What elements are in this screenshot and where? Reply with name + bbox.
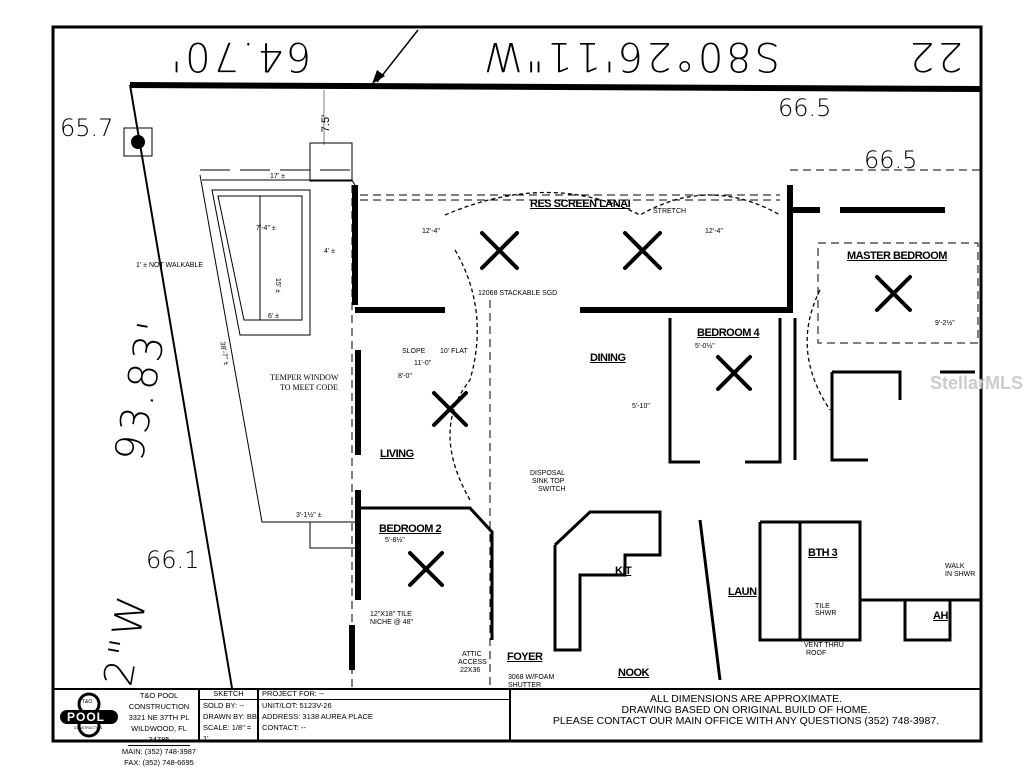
ceiling-fans — [408, 231, 912, 587]
lot-line-top — [129, 82, 981, 92]
setback-dim: 7.5' — [320, 114, 333, 133]
room-label-dining: DINING — [590, 352, 626, 364]
sketch-info: SKETCH SOLD BY: -- DRAWN BY: BB SCALE: 1… — [200, 688, 259, 743]
room-label-nook: NOOK — [618, 667, 650, 679]
tile-shower-note: TILE — [815, 603, 830, 610]
disposal-note: SINK TOP — [532, 478, 565, 485]
survey-marker — [131, 135, 145, 149]
walk-in-shower-note: WALK — [945, 563, 965, 570]
elevation-marker: 66.1 — [146, 546, 200, 574]
room-label-kit: KIT — [615, 565, 632, 577]
room-label-living: LIVING — [380, 448, 414, 460]
slope-note: SLOPE — [402, 348, 426, 355]
flat-note: 10' FLAT — [440, 348, 468, 355]
north-arrow — [376, 29, 419, 83]
disclaimer-notes: ALL DIMENSIONS ARE APPROXIMATE. DRAWING … — [552, 693, 940, 727]
dim-label: 5'-8½" — [385, 537, 405, 544]
attic-note: 22X36 — [460, 667, 481, 674]
walk-in-shower-note: IN SHWR — [945, 571, 976, 578]
room-label-bath-3: BTH 3 — [808, 547, 838, 559]
pool-dim: 6' ± — [268, 313, 280, 320]
tile-niche-note: 12"X18" TILE — [370, 611, 412, 618]
elevation-marker: 66.5 — [864, 146, 918, 174]
dim-label: 11'-0" — [414, 360, 432, 367]
dim-label: 5'-0½" — [695, 343, 715, 350]
bearing-top-right: 22 — [906, 33, 963, 79]
room-label-master-bedroom: MASTER BEDROOM — [847, 250, 947, 262]
elevation-marker: 66.5 — [778, 94, 832, 122]
room-label-ah: AH — [933, 610, 948, 622]
pool-dim: 4' ± — [324, 248, 336, 255]
room-label-bedroom-2: BEDROOM 2 — [379, 523, 442, 535]
room-label-lanai: RES SCREEN LANAI — [530, 198, 631, 210]
lot-line-left — [129, 84, 233, 689]
tile-shower-note: SHWR — [815, 610, 837, 617]
disposal-note: DISPOSAL — [530, 470, 566, 477]
pool-dim: 15' ± — [273, 278, 281, 293]
dim-label: 12'-4" — [705, 228, 723, 235]
title-block — [53, 688, 981, 741]
pool-dim: 3'-1½" ± — [296, 512, 322, 519]
shutter-note: 3068 W/FOAM — [508, 674, 555, 681]
stretch-note: STRETCH — [653, 208, 687, 215]
not-walkable-note: 1' ± NOT WALKABLE — [136, 262, 204, 269]
temper-note: TEMPER WINDOW — [270, 373, 339, 382]
pool-dim: 7'-4" ± — [256, 225, 276, 232]
elevation-marker: 65.7 — [60, 114, 114, 142]
sheet-border — [51, 25, 983, 743]
dim-label: 8'-0" — [398, 373, 412, 380]
vent-note: VENT THRU — [804, 642, 844, 649]
company-info: T&O POOL CONSTRUCTION 3321 NE 37TH PL WI… — [120, 688, 200, 767]
pool-dim: 17' ± — [270, 173, 285, 180]
company-logo: T&O POOL CONSTRUCTION — [58, 692, 120, 738]
attic-note: ACCESS — [458, 659, 487, 666]
disposal-note: SWITCH — [538, 486, 566, 493]
room-label-laun: LAUN — [728, 586, 757, 598]
vent-note: ROOF — [806, 650, 827, 657]
room-label-bedroom-4: BEDROOM 4 — [697, 327, 760, 339]
project-info: PROJECT FOR: -- UNIT/LOT: 5123V-26 ADDRE… — [259, 688, 511, 740]
shutter-note: SHUTTER — [508, 682, 542, 689]
dim-label: 9'-2½" — [935, 320, 955, 327]
dim-label: 5'-10" — [632, 403, 650, 410]
bearing-distance-top: 64.70' — [168, 33, 312, 79]
tile-niche-note: NICHE @ 48" — [370, 619, 414, 626]
attic-note: ATTIC — [462, 651, 482, 658]
temper-note: TO MEET CODE — [280, 383, 338, 392]
stackable-door-note: 12068 STACKABLE SGD — [478, 290, 558, 297]
bearing-direction-top: S80°26'11"W — [480, 33, 781, 79]
dim-label: 12'-4" — [422, 228, 440, 235]
watermark: StellarMLS — [930, 373, 1024, 393]
room-label-foyer: FOYER — [507, 651, 543, 663]
